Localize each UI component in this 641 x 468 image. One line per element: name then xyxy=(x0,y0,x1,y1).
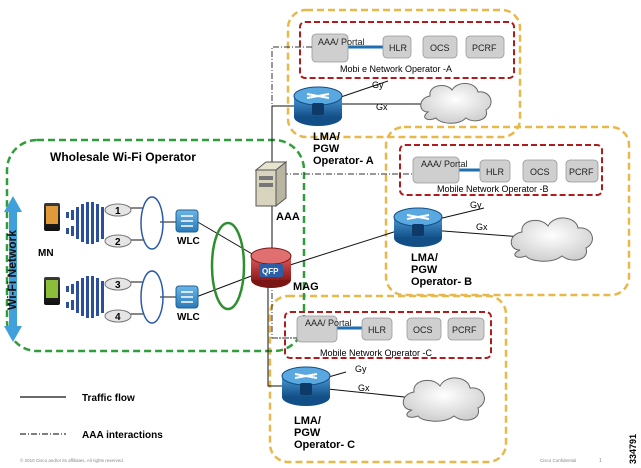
ocs-node xyxy=(422,35,458,59)
gx-label-c: Gx xyxy=(358,383,370,393)
footer-copyright: © 2010 Cisco and/or its affiliates. All … xyxy=(20,457,124,463)
pcrf-node xyxy=(565,159,599,183)
aaa-portal-label: AAA/ Portal xyxy=(305,318,352,328)
router-icon xyxy=(393,207,443,247)
wlc-switch-icon xyxy=(175,209,199,233)
hlr-label: HLR xyxy=(389,43,408,53)
operator-a-name: Mobi e Network Operator -A xyxy=(340,64,452,74)
hlr-label: HLR xyxy=(368,325,387,335)
aaa-portal-label: AAA/ Portal xyxy=(421,159,468,169)
tunnel-ellipse-bottom xyxy=(140,270,164,324)
wifi-network-label: Wi-Fi Network xyxy=(5,230,19,310)
ocs-label: OCS xyxy=(413,325,433,335)
hlr-node xyxy=(479,159,511,183)
access-point-icon: 1 xyxy=(104,203,132,217)
lma-b-line1: LMA/ xyxy=(411,252,438,264)
lma-a-line1: LMA/ xyxy=(313,131,340,143)
ocs-label: OCS xyxy=(430,43,450,53)
aaa-portal-node xyxy=(296,315,338,343)
lma-b-line2: PGW xyxy=(411,264,438,276)
ap-number: 1 xyxy=(115,206,121,217)
aaa-portal-label: AAA/ Portal xyxy=(318,37,365,47)
aaa-server-icon xyxy=(254,160,288,208)
wlc-label-2: WLC xyxy=(177,312,200,323)
operator-a-core-nodes: AAA/ Portal HLR OCS PCRF Mobi e Network … xyxy=(311,33,505,74)
operator-b-name: Mobile Network Operator -B xyxy=(437,184,549,194)
mag-router-icon: QFP xyxy=(250,247,292,288)
operator-a-region xyxy=(286,8,522,139)
lma-c-line1: LMA/ xyxy=(294,415,321,427)
mn-label: MN xyxy=(38,248,54,259)
lma-b-line3: Operator- B xyxy=(411,276,472,288)
gy-label-c: Gy xyxy=(355,364,367,374)
gy-label-a: Gy xyxy=(372,80,384,90)
gy-label-b: Gy xyxy=(470,200,482,210)
access-point-icon: 2 xyxy=(104,234,132,248)
operator-c-region xyxy=(268,294,508,464)
access-point-icon: 4 xyxy=(104,309,132,323)
pcrf-node xyxy=(447,317,485,341)
lma-c-line3: Operator- C xyxy=(294,439,355,451)
ocs-node xyxy=(522,159,558,183)
ap-number: 4 xyxy=(115,312,121,323)
access-point-icon: 3 xyxy=(104,277,132,291)
hlr-node xyxy=(361,317,393,341)
cloud-b xyxy=(510,217,593,262)
ocs-label: OCS xyxy=(530,167,550,177)
lma-a-line2: PGW xyxy=(313,143,340,155)
aaa-interaction-lines xyxy=(271,46,413,339)
wifi-signal-icon xyxy=(66,202,104,244)
operator-b-core-nodes: AAA/ Portal HLR OCS PCRF Mobile Network … xyxy=(412,156,599,194)
cloud-c xyxy=(402,377,485,422)
aaa-portal-node xyxy=(311,33,349,63)
wlc-label-1: WLC xyxy=(177,236,200,247)
qfp-label: QFP xyxy=(262,267,279,276)
figure-id: 334791 xyxy=(628,434,638,464)
router-icon xyxy=(293,86,343,126)
operator-c-core-nodes: AAA/ Portal HLR OCS PCRF Mobile Network … xyxy=(296,315,485,358)
legend: Traffic flow AAA interactions xyxy=(20,393,163,441)
aaa-label: AAA xyxy=(276,211,300,223)
router-icon xyxy=(281,366,331,406)
aaa-portal-node xyxy=(412,156,460,184)
wholesale-title: Wholesale Wi-Fi Operator xyxy=(50,150,196,164)
gx-label-a: Gx xyxy=(376,102,388,112)
pcrf-label: PCRF xyxy=(452,325,477,335)
phone-icon xyxy=(44,203,60,231)
footer-page: 1 xyxy=(599,458,602,464)
gx-label-b: Gx xyxy=(476,222,488,232)
pcrf-node xyxy=(465,35,505,59)
ocs-node xyxy=(406,317,442,341)
operator-c-name: Mobile Network Operator -C xyxy=(320,348,433,358)
tunnel-ellipse-green xyxy=(210,221,246,311)
legend-traffic-flow: Traffic flow xyxy=(82,393,135,404)
legend-aaa-interactions: AAA interactions xyxy=(82,430,163,441)
pcrf-label: PCRF xyxy=(472,43,497,53)
operator-b-region xyxy=(384,125,631,297)
hlr-label: HLR xyxy=(486,167,505,177)
phone-icon xyxy=(44,277,60,305)
lma-a-line3: Operator- A xyxy=(313,155,374,167)
ap-number: 2 xyxy=(115,237,121,248)
wifi-signal-icon xyxy=(66,276,104,318)
operator-c-core xyxy=(284,311,492,359)
wifi-network-arrow: Wi-Fi Network xyxy=(4,196,22,342)
operator-b-core xyxy=(399,144,603,196)
wholesale-wifi-region xyxy=(5,138,306,353)
lma-c-line2: PGW xyxy=(294,427,321,439)
footer-confidential: Cisco Confidential xyxy=(540,458,576,463)
cloud-a xyxy=(420,83,492,124)
hlr-node xyxy=(382,35,412,59)
wlc-switch-icon xyxy=(175,285,199,309)
tunnel-ellipse-top xyxy=(140,196,164,250)
mag-label: MAG xyxy=(293,281,319,293)
operator-a-core xyxy=(299,21,515,79)
ap-number: 3 xyxy=(115,280,121,291)
pcrf-label: PCRF xyxy=(569,167,594,177)
